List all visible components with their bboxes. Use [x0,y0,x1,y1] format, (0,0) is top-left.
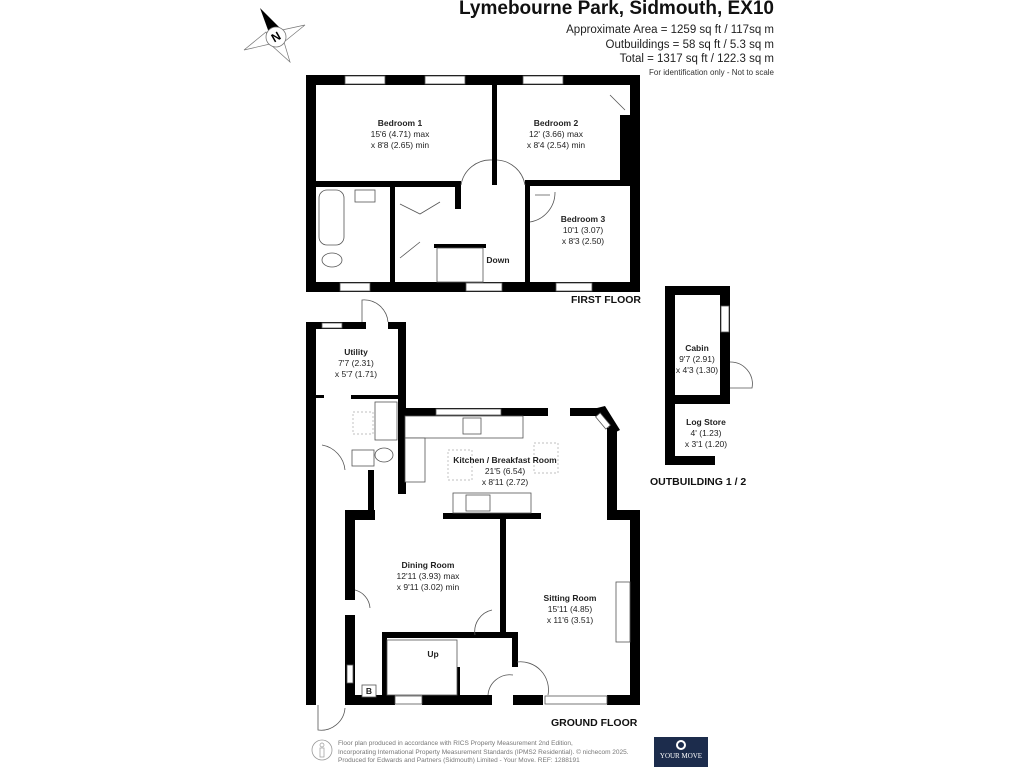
room-dim: 12' (3.66) max [529,129,584,139]
room-dim: 7'7 (2.31) [338,358,374,368]
floor-label: OUTBUILDING 1 / 2 [650,476,746,488]
total-area: Total = 1317 sq ft / 122.3 sq m [619,53,774,65]
footer-text: Floor plan produced in accordance with R… [338,740,629,766]
logo-text: YOUR MOVE [659,752,703,760]
room-dim: x 8'8 (2.65) min [371,140,430,150]
room-dim: x 8'3 (2.50) [562,236,604,246]
room-dim: 12'11 (3.93) max [397,571,461,581]
room-dim: 21'5 (6.54) [485,466,526,476]
room-dim: 10'1 (3.07) [563,225,604,235]
ground-floor-plan [306,299,640,731]
room-name: Sitting Room [544,593,597,603]
logo-ring-icon [676,740,686,750]
room-dim: 15'6 (4.71) max [371,129,431,139]
room-name: Kitchen / Breakfast Room [453,455,557,465]
room-name: Bedroom 1 [378,118,423,128]
room-dim: x 8'4 (2.54) min [527,140,586,150]
room-name: Cabin [685,343,709,353]
room-name: Dining Room [402,560,455,570]
footer-line: Produced for Edwards and Partners (Sidmo… [338,757,580,764]
floor-label: GROUND FLOOR [551,717,638,729]
outbuilding-plan [665,286,753,465]
room-name: Utility [344,347,368,357]
room-dim: x 9'11 (3.02) min [397,582,460,592]
room-name: Bedroom 2 [534,118,579,128]
room-dim: 9'7 (2.91) [679,354,715,364]
room-dim: 15'11 (4.85) [548,604,593,614]
approx-area: Approximate Area = 1259 sq ft / 117sq m [566,24,774,36]
room-name: Log Store [686,417,726,427]
room-dim: x 11'6 (3.51) [547,615,594,625]
first-floor-plan [306,75,640,292]
outbuildings-area: Outbuildings = 58 sq ft / 5.3 sq m [605,39,774,51]
footer-line: Floor plan produced in accordance with R… [338,740,573,747]
scale-note: For identification only - Not to scale [649,68,774,77]
room-dim: x 5'7 (1.71) [335,369,377,379]
stairs-label: Down [486,255,509,265]
room-dim: x 4'3 (1.30) [676,365,718,375]
room-dim: x 3'1 (1.20) [685,439,727,449]
room-dim: 4' (1.23) [691,428,722,438]
compass-icon: N [243,8,306,64]
stairs-label: Up [427,649,438,659]
floor-label: FIRST FLOOR [571,294,641,306]
room-name: Bedroom 3 [561,214,606,224]
property-title: Lymebourne Park, Sidmouth, EX10 [459,0,774,19]
your-move-logo: YOUR MOVE [654,737,708,767]
footer-line: Incorporating International Property Mea… [338,748,629,756]
boiler-label: B [366,686,372,696]
person-icon [311,739,333,761]
room-dim: x 8'11 (2.72) [482,477,529,487]
